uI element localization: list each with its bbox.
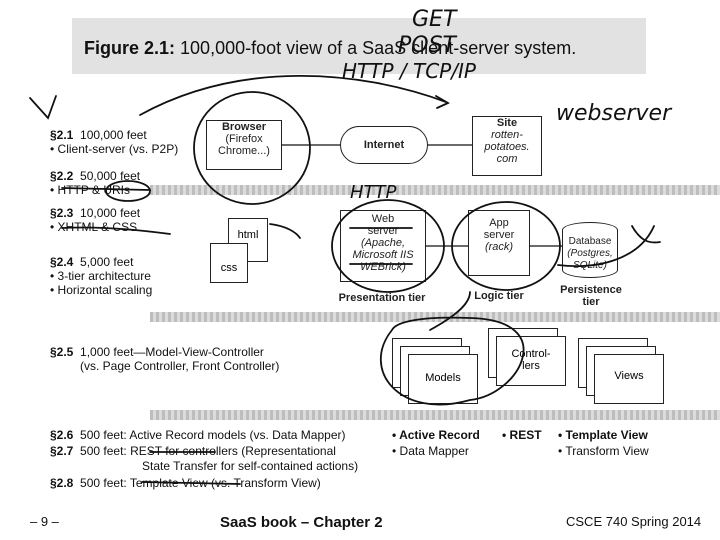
figure-title: Figure 2.1: 100,000-foot view of a SaaS … [84, 38, 577, 58]
band-2 [150, 312, 720, 322]
ink-post: POST [398, 33, 458, 58]
ink-http2: HTTP [350, 182, 397, 203]
views-label: Views [614, 370, 644, 382]
controllers-stack-front [496, 336, 566, 386]
app-server-box: App server (rack) [468, 210, 530, 276]
ink-get: GET [412, 7, 458, 32]
controllers-label: Control- lers [511, 348, 551, 372]
internet-label: Internet [363, 139, 405, 151]
logic-tier-label: Logic tier [474, 290, 524, 302]
bullets-col2: • REST [502, 428, 542, 442]
band-3 [150, 410, 720, 420]
presentation-tier-label: Presentation tier [338, 292, 426, 304]
models-label: Models [425, 372, 461, 384]
section-2-6: §2.6 500 feet: Active Record models (vs.… [50, 428, 346, 442]
section-2-4: §2.4 5,000 feet• 3-tier architecture• Ho… [50, 255, 153, 297]
css-doc: css [210, 243, 248, 283]
section-2-2: §2.2 50,000 feet• HTTP & URIs [50, 169, 141, 197]
footer-right: CSCE 740 Spring 2014 [566, 514, 702, 529]
page-number: – 9 – [30, 514, 59, 529]
models-stack-front [408, 354, 478, 404]
persistence-tier-label: Persistence tier [560, 284, 622, 308]
section-2-7: §2.7 500 feet: REST for controllers (Rep… [50, 444, 336, 458]
database-cylinder [562, 222, 618, 278]
section-2-7-cont: State Transfer for self-contained action… [142, 459, 359, 473]
bullets-col1: • Active Record [392, 428, 480, 442]
bullets-col3: • Template View [558, 428, 648, 442]
footer-center: SaaS book – Chapter 2 [220, 514, 383, 531]
ink-webserver: webserver [556, 101, 673, 126]
section-2-5: §2.5 1,000 feet—Model-View-Controller (v… [50, 345, 280, 373]
section-2-3: §2.3 10,000 feet• XHTML & CSS [50, 206, 141, 234]
ink-http-tcp: HTTP / TCP/IP [342, 59, 477, 83]
section-2-1: §2.1 100,000 feet• Client-server (vs. P2… [50, 128, 179, 156]
site-box: Site rotten- potatoes. com [472, 116, 542, 176]
title-bar [72, 18, 646, 74]
browser-box: Browser (Firefox Chrome...) [206, 120, 282, 170]
bullets-col1-b: • Data Mapper [392, 444, 469, 458]
views-stack-front [594, 354, 664, 404]
band-1 [150, 185, 720, 195]
bullets-col3-b: • Transform View [558, 444, 649, 458]
